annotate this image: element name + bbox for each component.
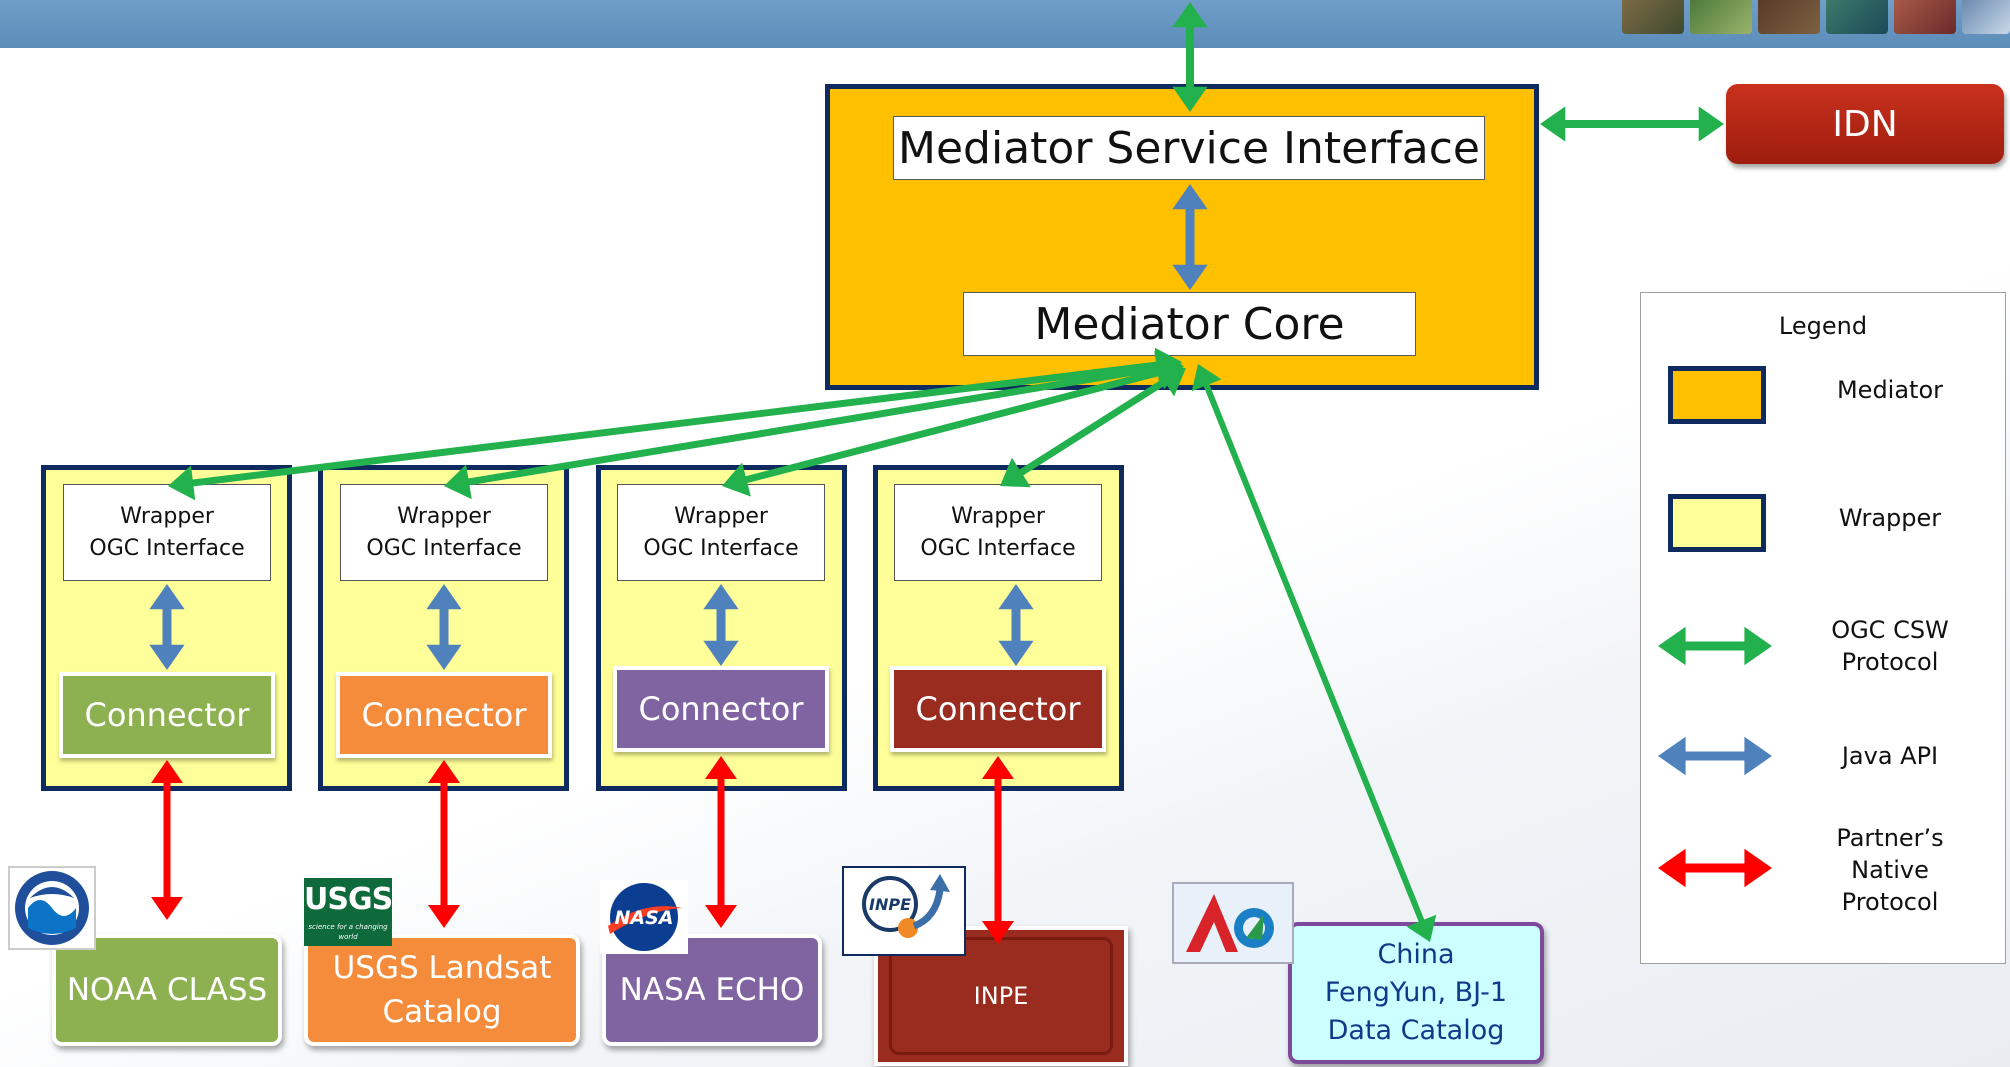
legend-label-native-protocol: Partner’s Native Protocol [1800,822,1980,918]
java-api-arrow [426,584,462,670]
header-photo-strip [1622,0,2010,36]
legend-swatch-mediator [1668,366,1766,424]
wrapper-ogc-line1: Wrapper [951,503,1045,529]
header-banner [0,0,2010,48]
mediator-service-interface: Mediator Service Interface [893,116,1485,180]
inpe-logo: INPE [842,866,966,956]
wrapper-ogc-interface: Wrapper OGC Interface [894,484,1102,581]
legend-label-line1: Partner’s [1836,824,1944,852]
header-photo [1690,0,1752,34]
header-photo [1826,0,1888,34]
wrapper-ogc-interface: Wrapper OGC Interface [63,484,271,581]
legend-swatch-wrapper [1668,494,1766,552]
connector: Connector [613,666,829,752]
catalog-nasa-echo: NASA ECHO [602,934,822,1046]
usgs-logo-text: USGS [304,882,393,917]
usgs-logo: USGS science for a changing world [304,878,393,946]
legend-label-line2: Protocol [1841,648,1939,676]
catalog-label-line2: FengYun, BJ-1 [1324,977,1508,1008]
header-photo [1962,0,2010,34]
wrapper-ogc-line2: OGC Interface [89,535,245,561]
native-protocol-arrow [705,756,737,928]
connector: Connector [890,666,1106,752]
wrapper-ogc-line1: Wrapper [397,503,491,529]
wrapper-ogc-line2: OGC Interface [643,535,799,561]
mediator-core: Mediator Core [963,292,1416,356]
catalog-noaa-class: NOAA CLASS [52,934,282,1046]
nasa-logo: NASA [600,880,688,954]
idn-node: IDN [1726,84,2004,164]
java-api-arrow [149,584,185,670]
legend-label-ogc-csw: OGC CSW Protocol [1800,614,1980,678]
noaa-logo [8,866,96,950]
header-photo [1758,0,1820,34]
java-api-arrow [1172,184,1208,290]
legend-arrow-native-protocol [1658,848,1772,888]
svg-text:NASA: NASA [615,907,674,929]
header-photo [1622,0,1684,34]
wrapper-ogc-line2: OGC Interface [366,535,522,561]
catalog-label-line3: Data Catalog [1327,1015,1505,1046]
cma-logo [1172,882,1294,964]
connector: Connector [336,672,552,758]
native-protocol-arrow [151,760,183,920]
catalog-usgs-landsat: USGS Landsat Catalog [304,934,580,1046]
usgs-logo-subtext: science for a changing world [308,923,388,941]
catalog-label-line1: China [1377,939,1455,970]
header-photo [1894,0,1956,34]
java-api-arrow [703,584,739,666]
legend-label-wrapper: Wrapper [1838,504,1942,532]
native-protocol-arrow [982,756,1014,944]
wrapper-ogc-interface: Wrapper OGC Interface [617,484,825,581]
wrapper-ogc-line1: Wrapper [674,503,768,529]
legend-label-java-api: Java API [1841,742,1939,770]
wrapper-ogc-line2: OGC Interface [920,535,1076,561]
ogc-csw-arrow [1540,106,1724,142]
wrapper-ogc-line1: Wrapper [120,503,214,529]
java-api-arrow [998,584,1034,666]
ogc-csw-arrow [168,347,1182,501]
legend-label-line2: Native [1851,856,1929,884]
legend-arrow-java-api [1658,736,1772,776]
legend-label-line1: OGC CSW [1831,616,1949,644]
ogc-csw-arrow [1172,2,1208,112]
legend-label-line3: Protocol [1841,888,1939,916]
catalog-label-line1: USGS Landsat [332,950,552,986]
catalog-label-line2: Catalog [382,994,502,1030]
catalog-inpe-label: INPE [889,937,1113,1055]
native-protocol-arrow [428,760,460,928]
connector: Connector [59,672,275,758]
legend-label-mediator: Mediator [1836,376,1944,404]
legend-title: Legend [1778,312,1868,340]
inpe-logo-text: INPE [869,895,911,914]
legend-arrow-ogc-csw [1658,626,1772,666]
ogc-csw-arrow [1000,366,1186,488]
wrapper-ogc-interface: Wrapper OGC Interface [340,484,548,581]
ogc-csw-arrow [1191,364,1437,942]
